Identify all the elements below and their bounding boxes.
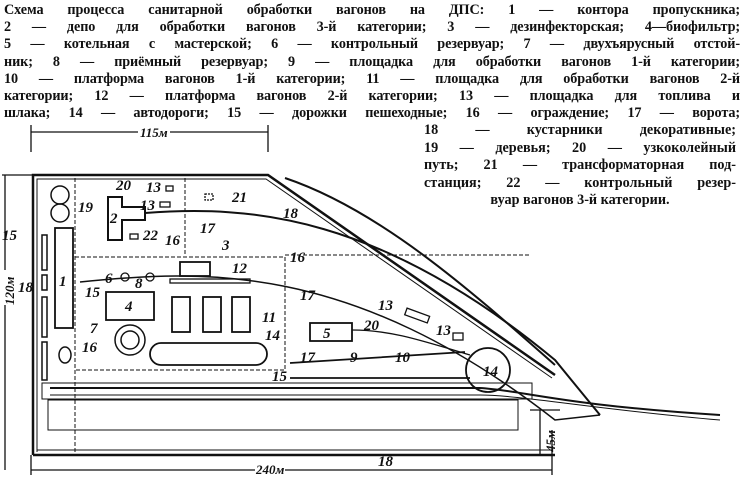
building-2-depot (107, 196, 146, 241)
label-18: 18 (18, 280, 34, 296)
plan-labels: 1 2 3 4 5 6 7 8 9 10 11 12 13 13 13 13 1… (2, 178, 499, 470)
label-1: 1 (59, 274, 67, 290)
platform-10 (47, 399, 519, 431)
road-loop-14 (149, 342, 268, 366)
caption-line: шлака; 14 — автодороги; 15 — дорожки пеш… (4, 105, 740, 121)
label-16: 16 (165, 233, 181, 249)
label-14: 14 (483, 364, 499, 380)
settler-7 (114, 324, 146, 356)
dimension-right: 45м (530, 409, 560, 455)
label-13: 13 (436, 323, 452, 339)
label-4: 4 (124, 299, 133, 315)
label-9: 9 (350, 350, 358, 366)
caption-line: 19 — деревья; 20 — узкоколейный (424, 140, 736, 156)
shrubs-left (41, 185, 72, 381)
building-3-disinfection (179, 261, 211, 277)
outer-boundary (31, 173, 556, 457)
label-13: 13 (378, 298, 394, 314)
caption-line: вуар вагонов 3-й категории. (490, 192, 670, 208)
dimension-right-label: 45м (543, 430, 558, 453)
label-16: 16 (290, 250, 306, 266)
reservoir-22 (129, 233, 139, 240)
label-16: 16 (82, 340, 98, 356)
narrow-gauge-20 (351, 329, 471, 356)
label-22: 22 (142, 228, 159, 244)
building-5-boiler (309, 322, 353, 342)
dimension-top: 115м (30, 125, 269, 152)
road-turnaround-14 (289, 347, 511, 393)
fuel-area-13a (165, 185, 174, 192)
dimension-left-label: 120м (2, 277, 17, 306)
label-17: 17 (200, 221, 216, 237)
dimension-bottom: 240м (30, 430, 553, 477)
label-14: 14 (265, 328, 281, 344)
label-6: 6 (105, 271, 113, 287)
caption-line: 2 — депо для обработки вагонов 3-й катег… (4, 19, 740, 35)
building-1-checkpoint-office (54, 227, 74, 329)
substation-21 (204, 193, 214, 201)
dimension-left: 120м (2, 174, 40, 470)
dimension-bottom-label: 240м (255, 462, 285, 477)
label-13: 13 (140, 198, 156, 214)
label-7: 7 (90, 321, 98, 337)
label-8: 8 (135, 276, 143, 292)
fence (74, 178, 530, 455)
label-21: 21 (231, 190, 247, 206)
area-9 (41, 382, 533, 400)
railway-tracks (50, 177, 721, 421)
label-20: 20 (115, 178, 132, 194)
label-18: 18 (378, 454, 394, 470)
fuel-area-13b (159, 201, 171, 208)
label-12: 12 (232, 261, 248, 277)
caption-line: 5 — котельная с мастерской; 6 — контроль… (4, 36, 740, 52)
label-18: 18 (283, 206, 299, 222)
label-15: 15 (2, 228, 18, 244)
caption-line: 18 — кустарники декоративные; (424, 122, 736, 138)
caption-line: 10 — платформа вагонов 1-й категории; 11… (4, 71, 740, 87)
caption-line: Схема процесса санитарной обработки ваго… (4, 2, 740, 18)
building-4-biofilter (105, 291, 155, 321)
fuel-area-13d (452, 332, 464, 341)
label-3: 3 (221, 238, 230, 254)
label-20: 20 (363, 318, 380, 334)
label-11: 11 (262, 310, 276, 326)
label-13: 13 (146, 180, 162, 196)
caption-line: категории; 12 — платформа вагонов 2-й ка… (4, 88, 740, 104)
caption-line: путь; 21 — трансформаторная под- (424, 157, 736, 173)
label-19: 19 (78, 200, 94, 216)
label-5: 5 (323, 326, 331, 342)
caption-line: станция; 22 — контрольный резер- (424, 175, 736, 191)
platform-12 (169, 278, 251, 284)
reservoir-6 (120, 272, 130, 282)
reservoir-8 (145, 272, 155, 282)
dimension-top-label: 115м (140, 125, 168, 140)
fuel-area-13c (403, 307, 431, 324)
label-17: 17 (300, 350, 316, 366)
area-11 (171, 296, 251, 333)
caption-line: ник; 8 — приёмный резервуар; 9 — площадк… (4, 53, 740, 70)
label-2: 2 (109, 211, 118, 227)
label-10: 10 (395, 350, 411, 366)
label-17: 17 (300, 288, 316, 304)
label-15: 15 (85, 285, 101, 301)
label-15: 15 (272, 369, 288, 385)
